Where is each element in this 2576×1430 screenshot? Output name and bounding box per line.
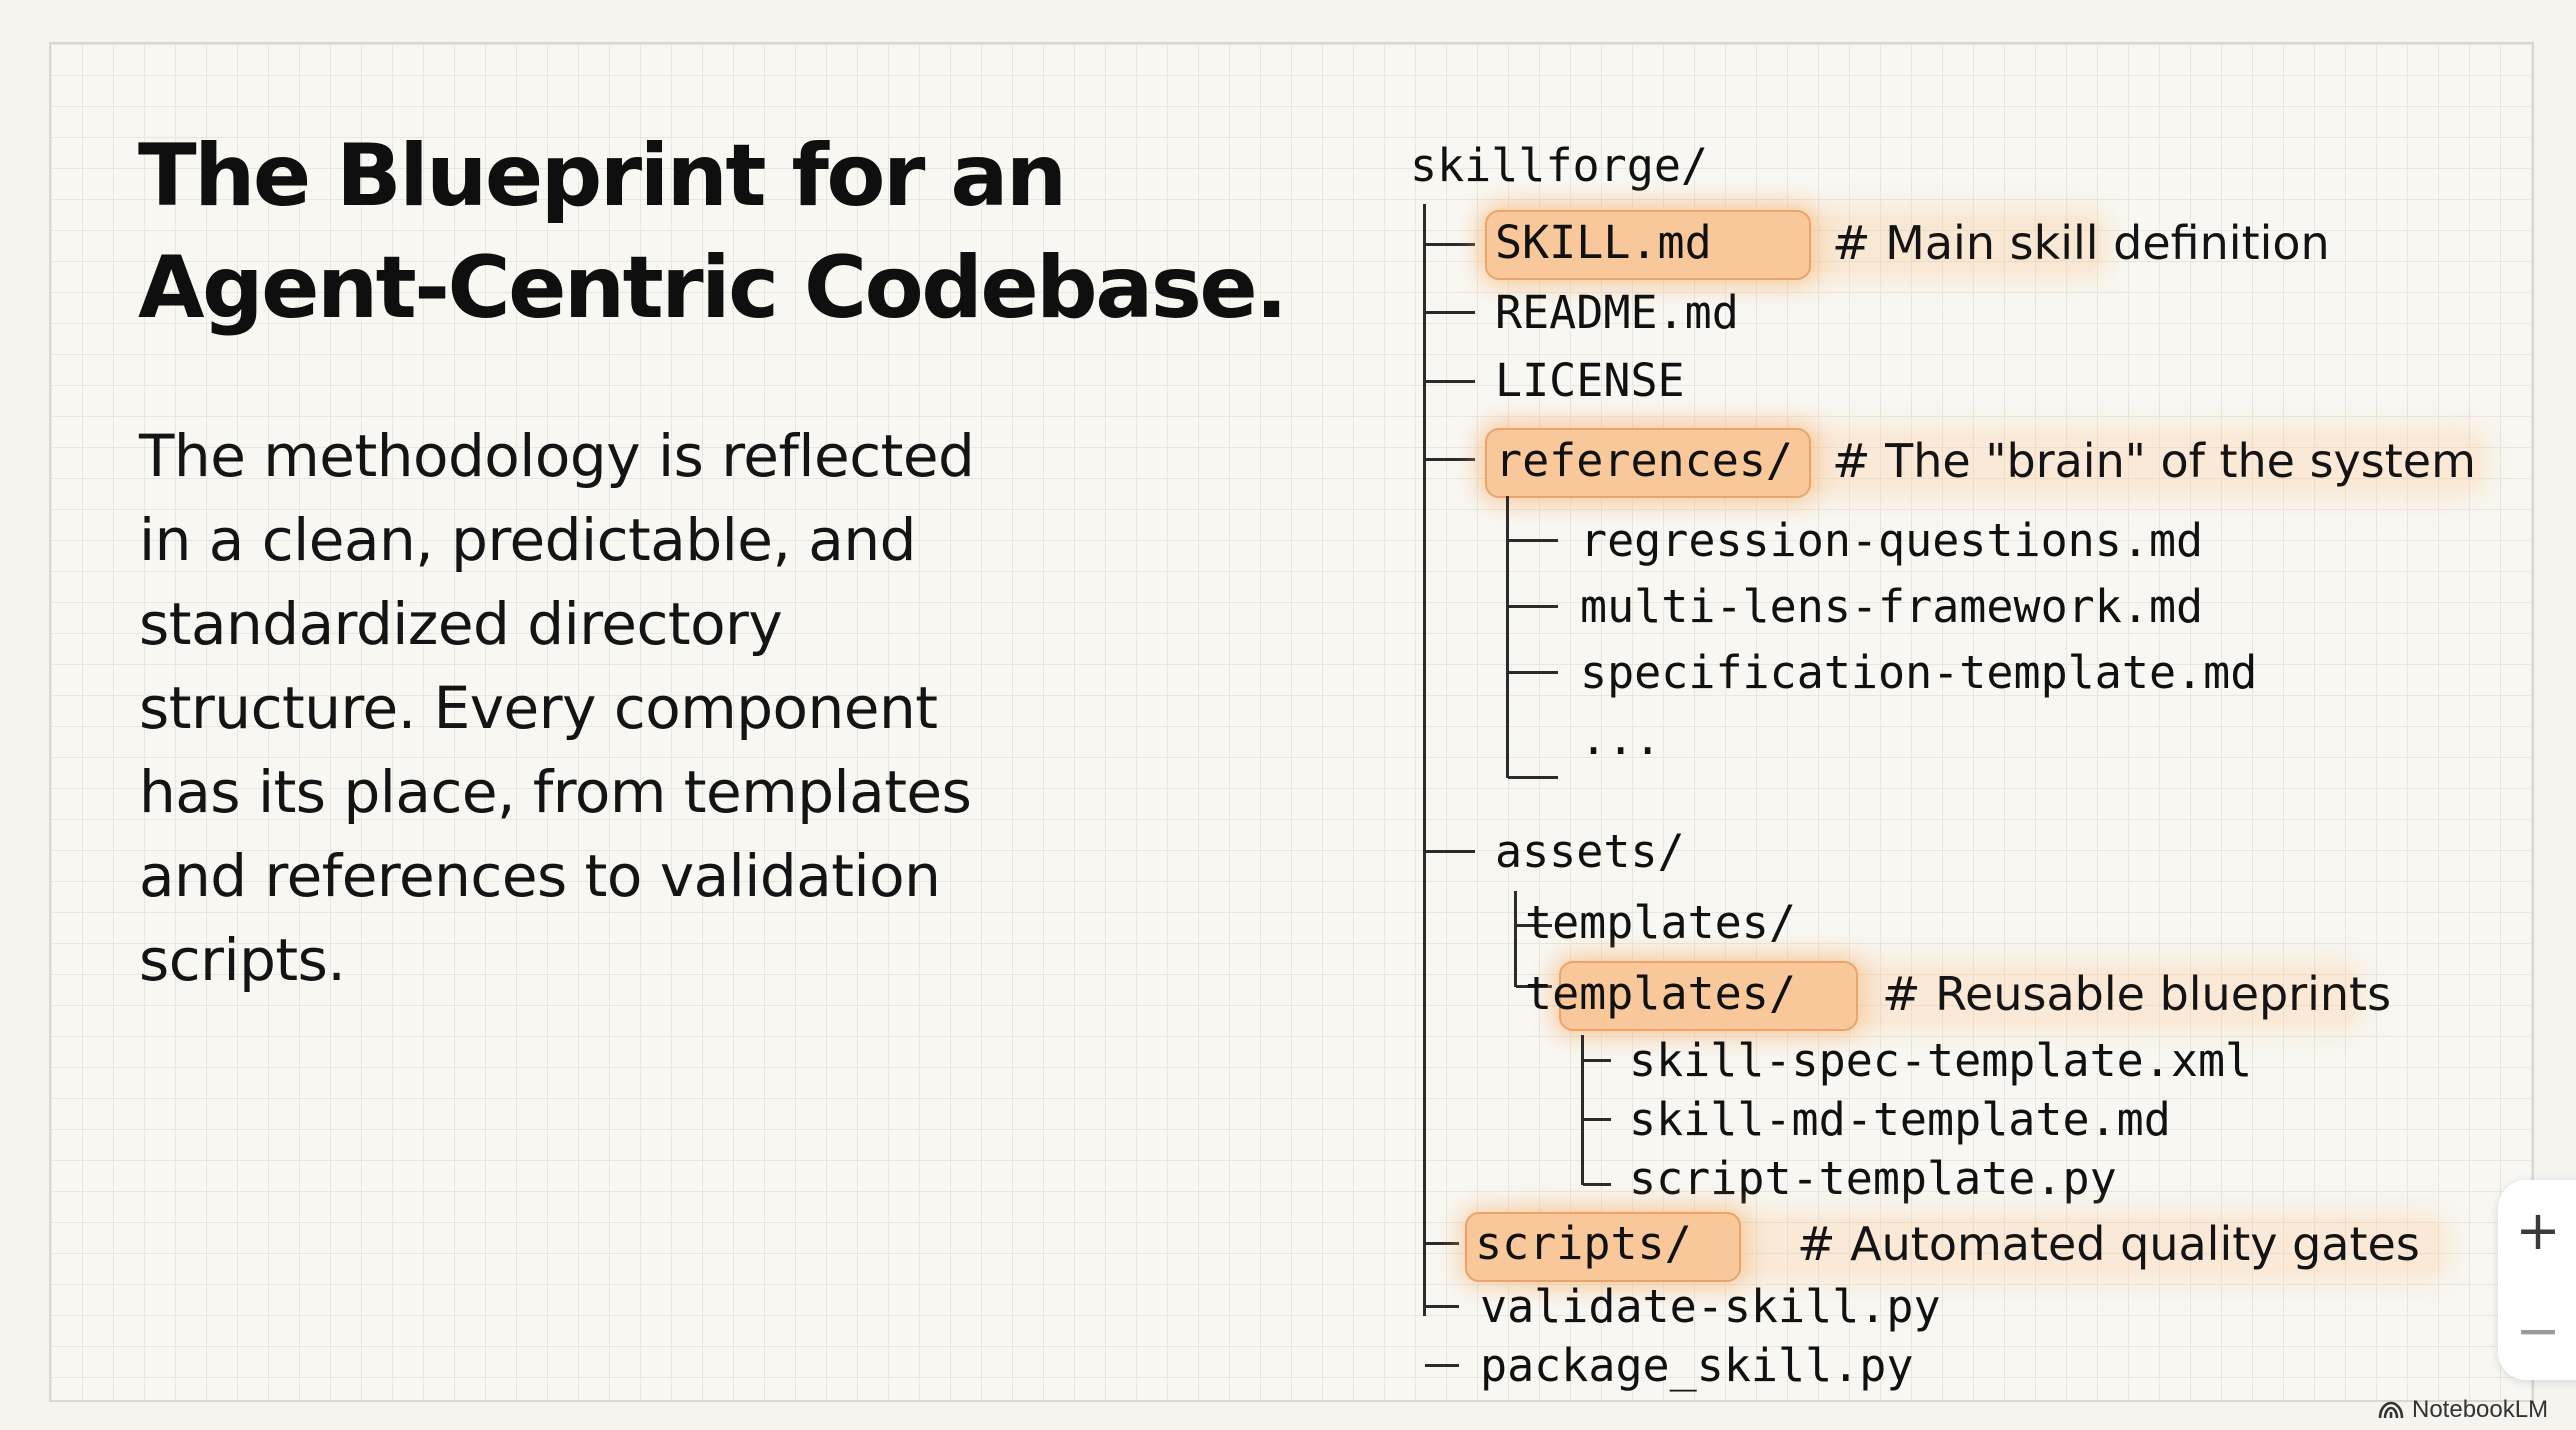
tree-branch [1425,850,1475,853]
tree-branch [1508,776,1558,779]
tree-branch [1425,380,1475,383]
tree-sub-trunk [1581,1035,1584,1185]
slide: The Blueprint for an Agent-Centric Codeb… [49,42,2534,1402]
description-line: structure. Every component [139,674,938,742]
tree-branch [1583,1183,1611,1186]
tree-file-script-template: script-template.py [1629,1152,2117,1205]
comment-scripts: # Automated quality gates [1797,1217,2420,1271]
description-line: has its place, from templates [139,758,972,826]
comment-references: # The "brain" of the system [1832,434,2476,488]
comment-skill-md: # Main skill definition [1832,216,2330,270]
tree-branch [1583,1118,1611,1121]
tree-branch [1425,243,1475,246]
tree-file-package-skill: package_skill.py [1480,1339,1914,1392]
tree-file-license: LICENSE [1495,354,1685,407]
tree-branch [1425,458,1475,461]
tree-file-multi-lens-framework: multi-lens-framework.md [1580,580,2204,633]
brand-name: NotebookLM [2412,1396,2549,1423]
zoom-controls: + − [2498,1180,2576,1380]
description-line: in a clean, predictable, and [139,506,916,574]
tree-root: skillforge/ [1410,139,1709,192]
tree-folder-assets: assets/ [1495,825,1685,878]
tree-file-specification-template: specification-template.md [1580,646,2258,699]
slide-title: The Blueprint for an Agent-Centric Codeb… [138,120,1288,344]
highlight-skill-md [1485,210,1811,280]
comment-templates: # Reusable blueprints [1882,967,2392,1021]
tree-folder-references: references/ [1495,434,1794,487]
description-line: standardized directory [139,590,783,658]
tree-branch [1425,1305,1459,1308]
tree-file-skill-spec-template: skill-spec-template.xml [1629,1034,2253,1087]
highlight-references [1485,428,1811,498]
tree-trunk [1423,204,1426,1316]
tree-branch [1508,539,1558,542]
tree-branch [1425,311,1475,314]
description-line: The methodology is reflected [139,422,975,490]
highlight-templates [1559,961,1858,1031]
brand-watermark: NotebookLM [2378,1396,2548,1424]
highlight-scripts [1465,1212,1741,1282]
tree-branch [1508,605,1558,608]
tree-branch [1425,1242,1459,1245]
tree-branch [1583,1059,1611,1062]
tree-file-validate-skill: validate-skill.py [1480,1280,1941,1333]
tree-branch [1425,1364,1459,1367]
tree-ellipsis: ... [1580,712,1662,765]
tree-sub-trunk [1514,891,1517,987]
title-line-2: Agent-Centric Codebase. [138,238,1288,338]
tree-branch [1508,671,1558,674]
description-line: scripts. [139,926,346,994]
tree-branch [1516,985,1552,988]
zoom-out-button[interactable]: − [2515,1298,2561,1362]
tree-file-skill-md: SKILL.md [1495,216,1712,269]
tree-file-skill-md-template: skill-md-template.md [1629,1093,2171,1146]
tree-folder-scripts: scripts/ [1475,1217,1692,1270]
notebooklm-logo-icon [2378,1401,2404,1419]
title-line-1: The Blueprint for an [138,126,1067,226]
tree-sub-trunk [1506,496,1509,778]
tree-file-readme: README.md [1495,286,1739,339]
description: The methodology is reflected in a clean,… [139,414,1079,1002]
tree-folder-templates-a: templates/ [1525,896,1796,949]
zoom-in-button[interactable]: + [2515,1198,2561,1262]
tree-file-regression-questions: regression-questions.md [1580,514,2204,567]
tree-folder-templates-b: templates/ [1525,967,1796,1020]
description-line: and references to validation [139,842,941,910]
tree-branch [1516,924,1552,927]
